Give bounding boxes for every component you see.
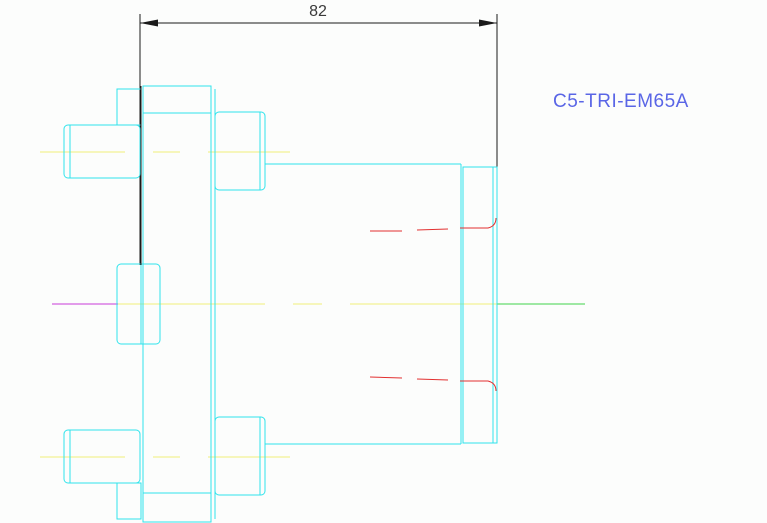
hidden-line-lower-2 xyxy=(416,378,449,381)
hidden-line-upper-2 xyxy=(416,228,449,231)
hidden-line-lower-1 xyxy=(369,376,403,379)
hidden-line-lower-3 xyxy=(460,380,497,392)
bottom-bolt-head xyxy=(63,429,141,484)
dimension-arrow-right xyxy=(479,19,497,27)
top-spacer-block xyxy=(116,88,142,126)
part-label: C5-TRI-EM65A xyxy=(553,91,689,112)
bottom-spacer-block xyxy=(116,482,142,520)
top-nut xyxy=(214,111,266,191)
top-bolt-head xyxy=(63,124,141,179)
part-geometry xyxy=(63,85,498,523)
flange-plate xyxy=(142,85,212,523)
end-cap xyxy=(462,166,498,444)
bottom-nut xyxy=(214,416,266,496)
dimension-82: 82 xyxy=(139,3,498,265)
dimension-value: 82 xyxy=(309,3,327,20)
hidden-line-upper-3 xyxy=(460,217,497,229)
hidden-lines xyxy=(369,217,497,392)
center-boss xyxy=(116,263,161,345)
center-lines xyxy=(40,151,585,458)
dimension-arrow-left xyxy=(140,19,158,27)
